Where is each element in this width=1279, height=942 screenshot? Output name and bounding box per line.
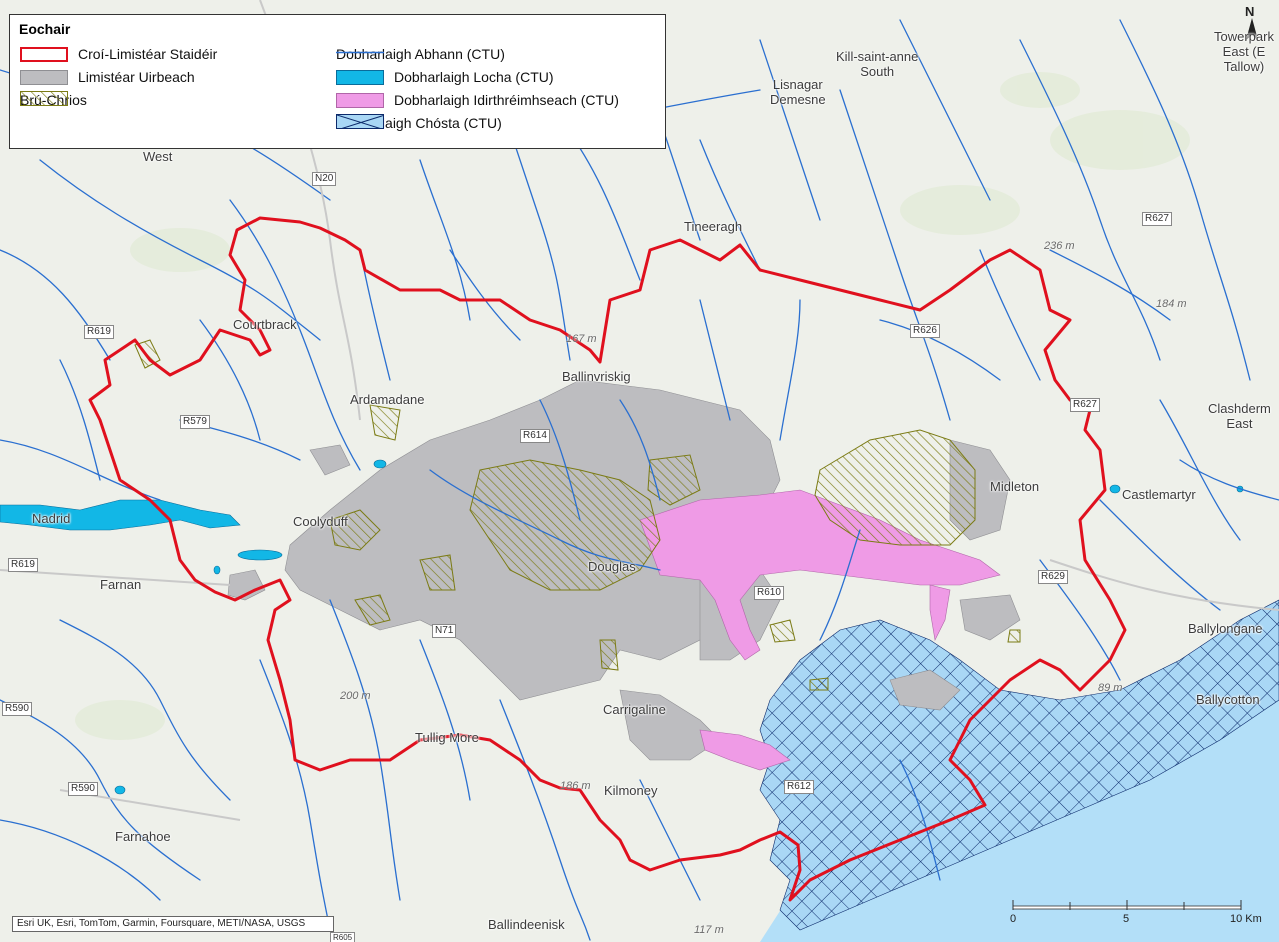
elevation-label: 117 m <box>694 924 724 936</box>
scale-bar-label: 0 <box>1010 913 1017 925</box>
place-label: Farnahoe <box>115 829 171 844</box>
legend-title: Eochair <box>19 21 71 37</box>
road-shield: R619 <box>8 558 38 572</box>
place-label: Ballycotton <box>1196 692 1260 707</box>
place-label: Farnan <box>100 577 142 592</box>
place-label: Ballylongane <box>1188 621 1263 636</box>
lake-waterbody-symbol <box>336 69 384 85</box>
road-shield: R579 <box>180 415 210 429</box>
place-label: Nadrid <box>32 511 71 526</box>
scale-bar-label: 5 <box>1123 913 1130 925</box>
legend-item-label: Dobharlaigh Idirthréimhseach (CTU) <box>394 92 619 108</box>
scale-bar <box>1012 900 1242 910</box>
legend-item: Dobharlaigh Locha (CTU) <box>336 68 554 86</box>
coastal-waterbody-symbol <box>336 114 384 129</box>
road-shield: R626 <box>910 324 940 338</box>
road-shield: R590 <box>68 782 98 796</box>
place-label: Tullig More <box>415 730 479 745</box>
place-label: Ardamadane <box>350 392 425 407</box>
place-label: Ballindeenisk <box>488 917 565 932</box>
place-label: Kilmoney <box>604 783 658 798</box>
river-network <box>0 19 1279 941</box>
coastal-waterbody <box>759 599 1279 931</box>
legend-item: Dobharlaigh Chósta (CTU) <box>336 114 502 132</box>
study-area-boundary-symbol <box>20 46 68 62</box>
scale-bar-label: 10 Km <box>1230 913 1262 925</box>
road-shield: R610 <box>754 586 784 600</box>
elevation-label: 184 m <box>1156 298 1187 310</box>
transitional-waterbodies <box>639 489 1001 771</box>
elevation-label: 186 m <box>560 780 591 792</box>
place-label: Douglas <box>588 559 636 574</box>
vegetation-patches <box>75 72 1190 740</box>
map-legend: Eochair Croí-Limistéar Staidéir Limistéa… <box>9 14 666 149</box>
lake-waterbodies <box>0 459 1244 795</box>
legend-item-label: Dobharlaigh Locha (CTU) <box>394 69 554 85</box>
north-arrow-label: N <box>1245 4 1255 19</box>
elevation-label: 167 m <box>566 333 597 345</box>
legend-item: Dobharlaigh Idirthréimhseach (CTU) <box>336 91 619 109</box>
place-label: Coolyduff <box>293 514 348 529</box>
road-shield: R629 <box>1038 570 1068 584</box>
legend-item: Brú-Chrios <box>20 91 87 109</box>
legend-item-label: Dobharlaigh Abhann (CTU) <box>336 46 505 62</box>
attribution-text: Esri UK, Esri, TomTom, Garmin, Foursquar… <box>12 916 334 932</box>
legend-item: Limistéar Uirbeach <box>20 68 195 86</box>
place-label: Courtbrack <box>233 317 297 332</box>
elevation-label: 200 m <box>340 690 371 702</box>
study-area-boundary <box>88 216 1127 902</box>
urban-area-symbol <box>20 69 68 85</box>
place-label: West <box>143 149 173 164</box>
pressure-zone-symbol <box>20 91 68 106</box>
place-label: Ballinvriskig <box>562 369 631 384</box>
elevation-label: 89 m <box>1098 682 1123 694</box>
place-label: Castlemartyr <box>1122 487 1196 502</box>
place-label: Midleton <box>990 479 1040 494</box>
river-waterbody-symbol <box>336 51 384 54</box>
road-shield: N20 <box>312 172 337 186</box>
road-shield: R590 <box>2 702 32 716</box>
road-shield: R619 <box>84 325 114 339</box>
road-shield: R627 <box>1142 212 1172 226</box>
legend-item: Croí-Limistéar Staidéir <box>20 45 217 63</box>
transitional-waterbody-symbol <box>336 92 384 108</box>
place-label: Tineeragh <box>684 219 743 234</box>
north-arrow-icon <box>1246 18 1258 40</box>
road-shield: R614 <box>520 429 550 443</box>
road-shield: N71 <box>432 624 457 638</box>
legend-item-label: Croí-Limistéar Staidéir <box>78 46 218 62</box>
road-shield: R627 <box>1070 398 1100 412</box>
legend-item: Dobharlaigh Abhann (CTU) <box>336 45 505 63</box>
elevation-label: 236 m <box>1044 240 1075 252</box>
place-label: Carrigaline <box>603 702 666 717</box>
road-shield: R605 <box>330 932 356 942</box>
road-shield: R612 <box>784 780 814 794</box>
legend-item-label: Limistéar Uirbeach <box>78 69 195 85</box>
